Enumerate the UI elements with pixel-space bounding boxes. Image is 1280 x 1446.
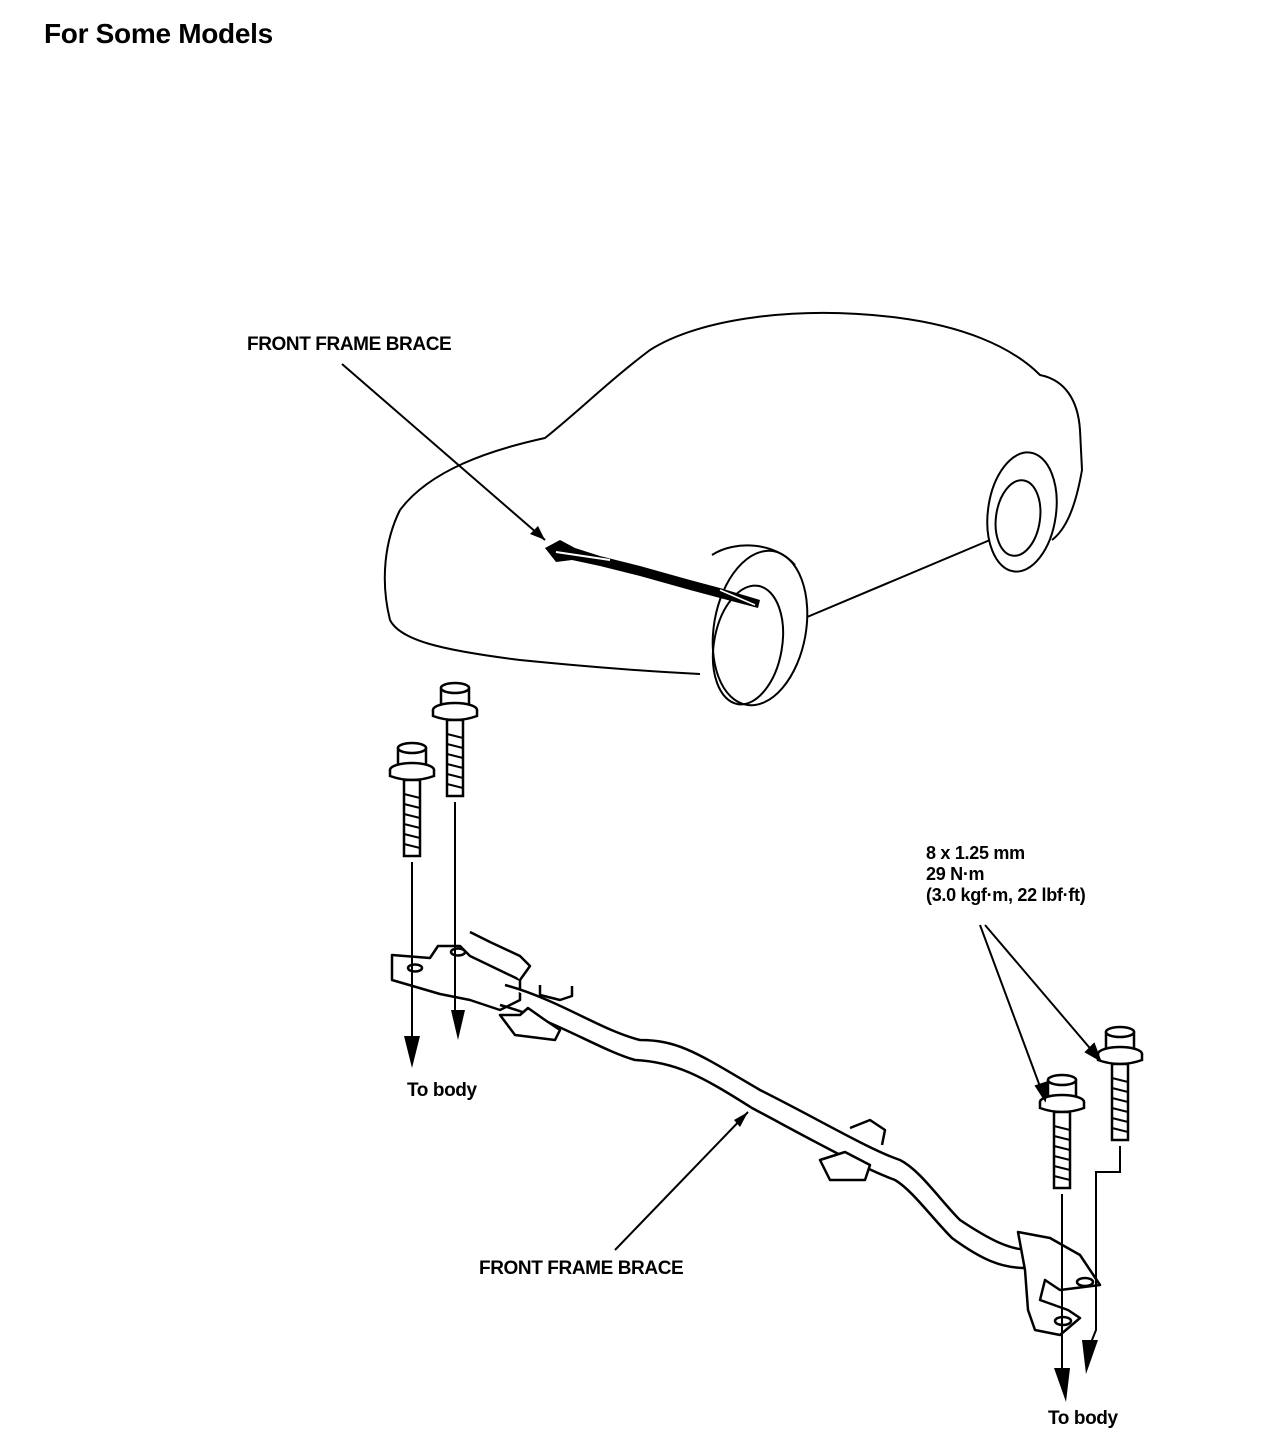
flange-bolt-icon [388,741,436,858]
leader-line-top [341,363,546,541]
frame-brace-icon [545,540,760,608]
bolt-spec-callout: 8 x 1.25 mm 29 N·m (3.0 kgf·m, 22 lbf·ft… [926,843,1086,906]
front-frame-brace-label-top: FRONT FRAME BRACE [247,334,452,355]
front-frame-brace-label-bottom: FRONT FRAME BRACE [479,1258,684,1279]
bolt-torque-nm: 29 N·m [926,864,985,884]
frame-brace-icon [390,930,1102,1337]
leader-line-bottom [614,1111,749,1251]
flange-bolt-icon [431,681,479,798]
arrow-down-icon [404,1010,1098,1402]
leader-line-spec [979,924,1102,1103]
page-title: For Some Models [44,18,273,49]
alignment-lines [411,802,1121,1370]
bolt-size: 8 x 1.25 mm [926,843,1025,863]
bolt-torque-alt: (3.0 kgf·m, 22 lbf·ft) [926,885,1086,905]
car-outline-icon [383,312,1084,707]
to-body-label-right: To body [1048,1408,1118,1429]
flange-bolt-icon [1096,1025,1144,1142]
to-body-label-left: To body [407,1080,477,1101]
